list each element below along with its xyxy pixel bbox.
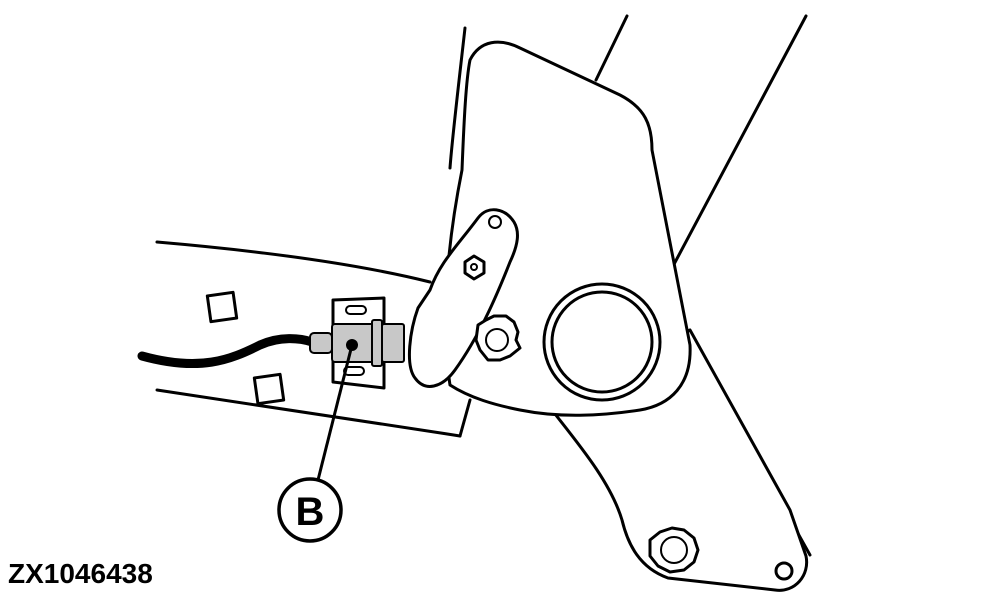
proximity-sensor (309, 319, 405, 367)
grease-fitting-upper (474, 314, 522, 362)
arm-square-hole (205, 290, 239, 324)
callout-b: B (277, 477, 343, 543)
sensor-cable (137, 334, 317, 369)
pivot-link-arm (408, 208, 519, 388)
link-slot-hole (488, 215, 502, 229)
callout-b-label: B (296, 490, 325, 534)
arm-square-hole (252, 372, 286, 406)
arm-member (155, 240, 472, 438)
bracket-slot (345, 305, 367, 315)
pivot-bore-outer (542, 282, 662, 402)
callout-leader-line (316, 344, 354, 481)
hex-nut (463, 254, 486, 281)
figure-id-label: ZX1046438 (8, 558, 153, 589)
grease-fitting-lower (648, 526, 700, 574)
bracket-hole (774, 561, 794, 581)
pivot-bore-inner (550, 290, 654, 394)
